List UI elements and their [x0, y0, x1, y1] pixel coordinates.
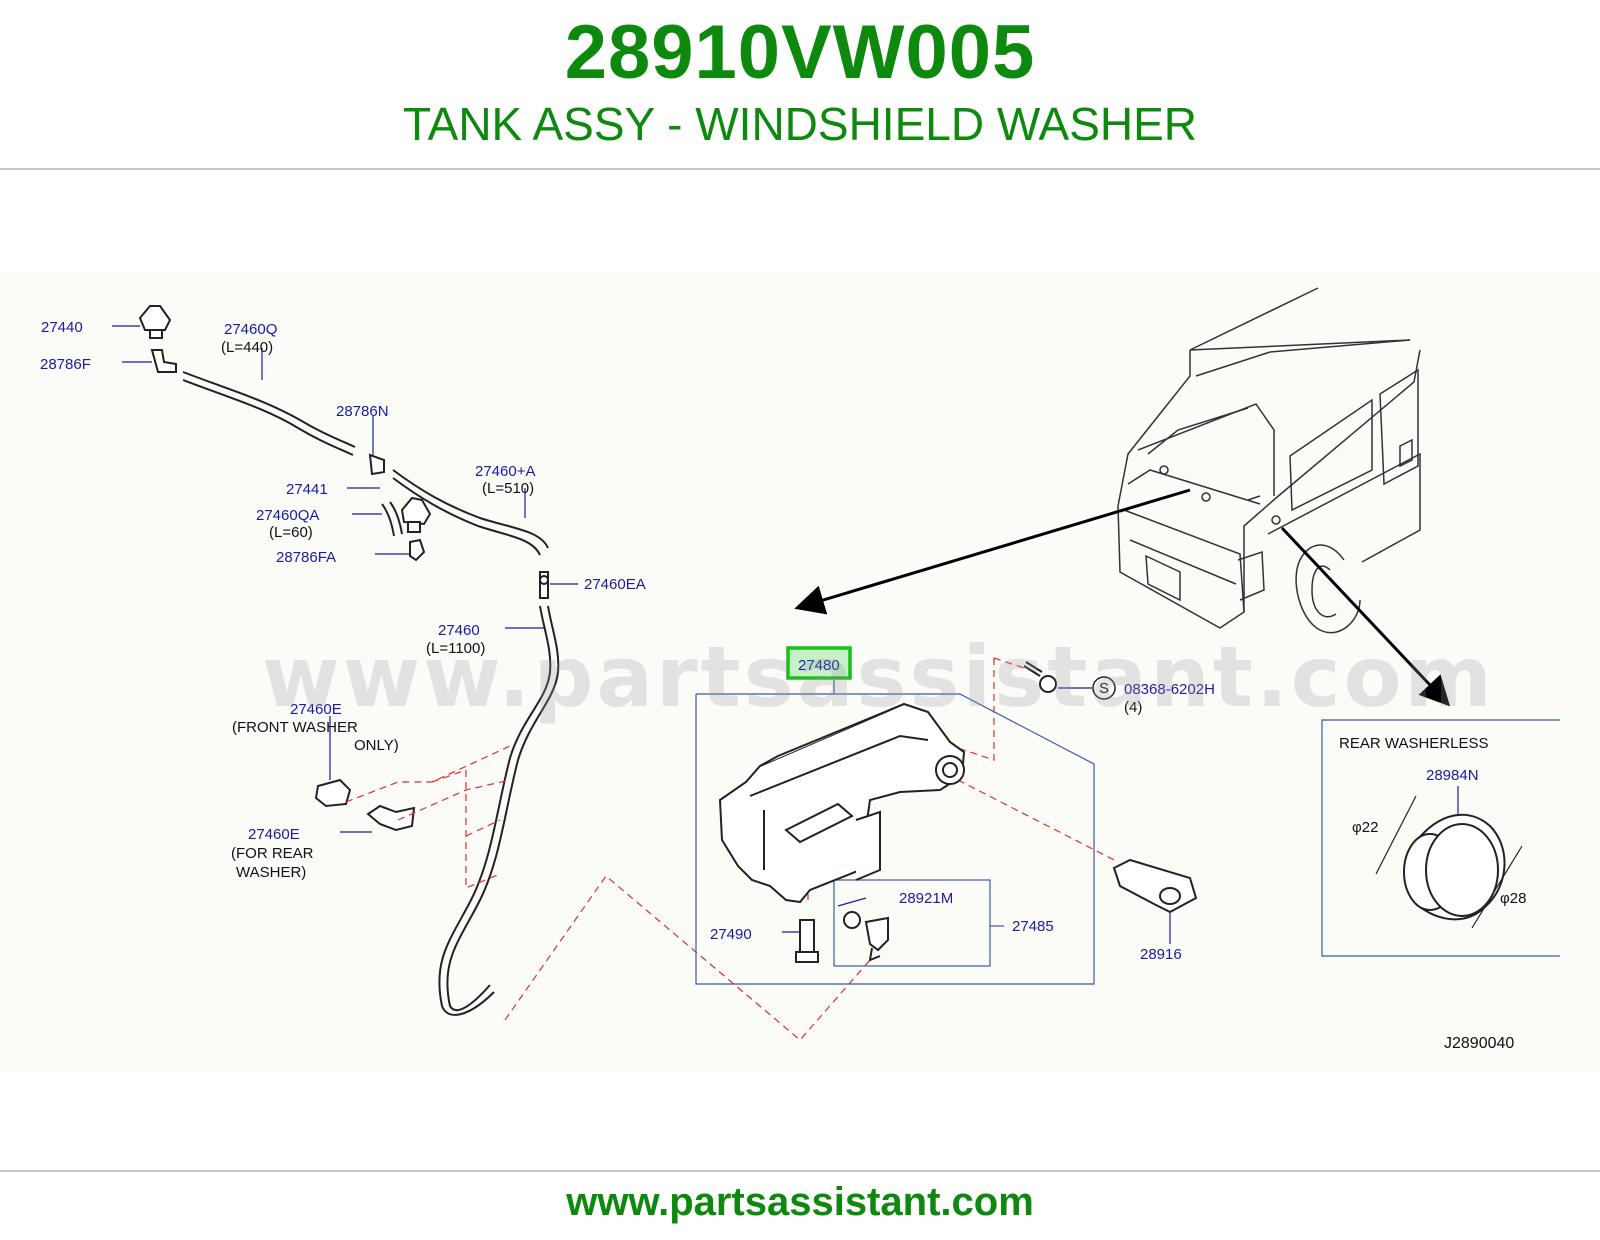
nozzle-27441	[400, 496, 432, 533]
label-27460qa: 27460QA	[256, 507, 319, 524]
label-front-washer-note-1: (FRONT WASHER	[232, 719, 358, 736]
label-28786n: 28786N	[336, 403, 389, 420]
label-27460qa-length: (L=60)	[269, 524, 313, 541]
label-27460: 27460	[438, 622, 480, 639]
pump-28921m	[843, 911, 889, 962]
label-27460-length: (L=1100)	[426, 640, 485, 657]
diagram-code: J2890040	[1444, 1035, 1514, 1052]
label-08368-qty: (4)	[1124, 699, 1142, 716]
label-28786fa: 28786FA	[276, 549, 336, 566]
label-28786f: 28786F	[40, 356, 91, 373]
clip-27460e-rear	[366, 804, 416, 832]
label-rear-washer-note-2: WASHER)	[236, 864, 306, 881]
label-27460e-rear: 27460E	[248, 826, 300, 843]
label-dim-22: φ22	[1352, 819, 1378, 836]
label-27460q-length: (L=440)	[221, 339, 273, 356]
label-27460e-front: 27460E	[290, 701, 342, 718]
hose-assembly	[182, 371, 560, 1016]
pointer-arrows	[794, 488, 1451, 707]
screw-08368-6202h	[1023, 661, 1057, 693]
leader-28921m	[837, 897, 867, 907]
dimension-lines	[1375, 795, 1523, 929]
elbow-28786fa	[409, 538, 426, 562]
label-dim-28: φ28	[1500, 890, 1526, 907]
header-divider	[0, 168, 1600, 170]
label-27440: 27440	[41, 319, 83, 336]
label-s-symbol: S	[1099, 680, 1109, 697]
callout-labels: 27440 27460Q (L=440) 28786F 28786N 27441…	[40, 319, 1526, 1052]
label-28916: 28916	[1140, 946, 1182, 963]
nozzle-28916	[1112, 858, 1198, 914]
part-number-title: 28910VW005	[564, 10, 1036, 95]
s-symbol-circle	[1092, 676, 1116, 700]
rear-washerless-box	[1321, 719, 1560, 957]
label-front-washer-note-2: ONLY)	[354, 737, 399, 754]
label-27460ea: 27460EA	[584, 576, 646, 593]
leader-lines	[112, 325, 578, 833]
highlight-27480[interactable]	[786, 646, 852, 680]
label-rear-washer-note-1: (FOR REAR	[231, 845, 314, 862]
label-27485: 27485	[1012, 918, 1054, 935]
label-27460a: 27460+A	[475, 463, 535, 480]
part-description-title: TANK ASSY - WINDSHIELD WASHER	[402, 98, 1198, 150]
label-rear-washerless: REAR WASHERLESS	[1339, 735, 1488, 752]
van-illustration	[1117, 287, 1421, 634]
elbow-28786f	[150, 349, 177, 373]
tank-assembly-box	[695, 680, 1095, 985]
label-28921m: 28921M	[899, 890, 953, 907]
label-08368-6202h: 08368-6202H	[1124, 681, 1215, 698]
page-header: 28910VW005 TANK ASSY - WINDSHIELD WASHER	[0, 0, 1600, 170]
washer-tank	[718, 702, 966, 904]
label-27490: 27490	[710, 926, 752, 943]
watermark: www.partsassistant.com	[262, 628, 1495, 726]
label-27480[interactable]: 27480	[798, 657, 840, 674]
footer-divider	[0, 1170, 1600, 1172]
clip-27460e-front	[314, 778, 352, 808]
label-27460a-length: (L=510)	[482, 480, 534, 497]
label-27441: 27441	[286, 481, 328, 498]
plug-28984n	[1403, 813, 1506, 921]
joint-28786n	[368, 453, 385, 476]
label-28984n: 28984N	[1426, 767, 1479, 784]
hose-27460qa	[381, 501, 403, 537]
label-27460q: 27460Q	[224, 321, 277, 338]
nozzle-27440	[138, 305, 172, 339]
footer-url[interactable]: www.partsassistant.com	[566, 1180, 1034, 1224]
grommet-27490	[795, 919, 819, 963]
